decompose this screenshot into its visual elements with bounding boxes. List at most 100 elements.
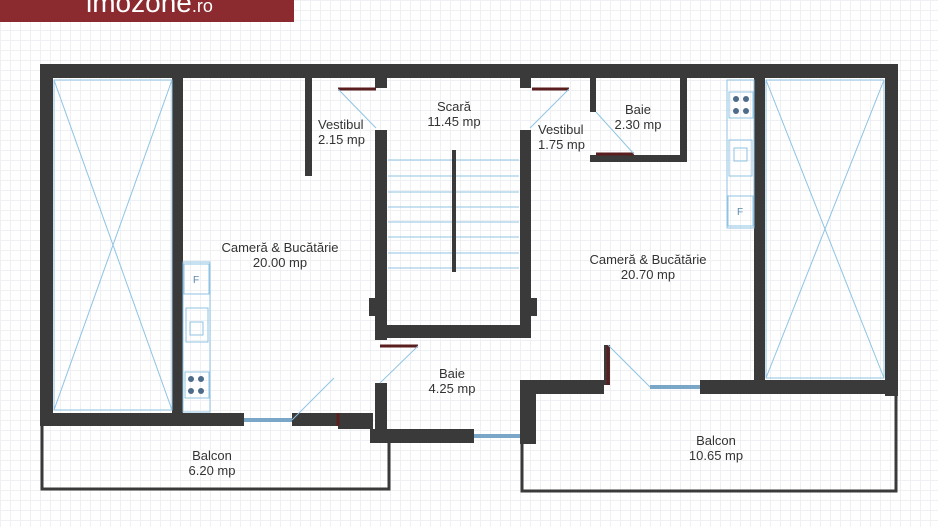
room-label-left-room: Cameră & Bucătărie 20.00 mp [221, 240, 338, 270]
room-area: 10.65 mp [688, 448, 744, 463]
burner-icon [188, 376, 194, 382]
wall-right-room-bottom-b [700, 380, 898, 394]
room-area: 20.70 mp [620, 267, 676, 282]
left-kitchen [182, 261, 211, 413]
window-right [650, 385, 700, 389]
door-swing [291, 377, 335, 421]
room-name: Vestibul [538, 122, 584, 137]
shaft-left [53, 79, 173, 411]
brand-logo-text: imozone.ro [86, 0, 213, 19]
windows [244, 385, 700, 438]
room-name: Scară [437, 99, 471, 114]
wall-top [40, 64, 898, 78]
room-name: Cameră & Bucătărie [589, 252, 707, 267]
burner-icon [743, 108, 749, 114]
burner-icon [743, 96, 749, 102]
right-sink-basin [733, 147, 748, 162]
shafts [53, 79, 885, 411]
left-counter [182, 261, 211, 413]
wall-stub-a [375, 78, 387, 88]
burner-icon [733, 108, 739, 114]
left-fridge-label: F [193, 275, 199, 286]
wall-center-bath-bottom [370, 429, 474, 443]
shaft-left-diag-2 [53, 79, 173, 411]
wall-left-bottom-b [292, 413, 338, 426]
wall-right-bath-right [680, 78, 687, 162]
room-label-right-bath: Baie 2.30 mp [615, 102, 662, 132]
stair-handrail [452, 150, 456, 272]
wall-center-right-lower [520, 380, 536, 444]
right-stove [728, 91, 754, 119]
brand-banner: imozone.ro [0, 0, 294, 22]
left-stove [184, 371, 210, 399]
wall-center-bath-left [375, 383, 387, 443]
wall-right-room-bottom [520, 380, 604, 394]
wall-right-column [754, 78, 765, 394]
door-swing [379, 345, 419, 384]
room-label-center-bath: Baie 4.25 mp [429, 366, 476, 396]
wall-right-bath-bottom [590, 155, 687, 162]
room-label-left-balcony: Balcon 6.20 mp [189, 448, 236, 478]
window-left [244, 418, 292, 422]
walls [40, 64, 898, 444]
shaft-right [765, 79, 885, 379]
door-swing [337, 88, 377, 129]
right-kitchen [726, 79, 755, 229]
wall-right [885, 64, 898, 396]
wall-stair-left [375, 130, 387, 340]
room-name: Baie [438, 366, 466, 381]
room-name: Balcon [696, 433, 736, 448]
right-fridge-label: F [737, 207, 743, 218]
right-stove-burners [733, 96, 749, 114]
room-label-right-balcony: Balcon 10.65 mp [689, 433, 743, 463]
doors [336, 87, 634, 426]
brand-tld: .ro [191, 0, 213, 16]
wall-left [40, 64, 53, 426]
door-swing [595, 111, 635, 155]
left-fridge [183, 263, 210, 295]
burner-icon [733, 96, 739, 102]
room-label-stair: Scară 11.45 mp [427, 99, 480, 129]
room-name: Baie [624, 102, 652, 117]
room-label-right-vestibule: Vestibul 1.75 mp [538, 122, 585, 152]
door-swing [607, 344, 651, 388]
room-area: 6.20 mp [188, 463, 236, 478]
door-swings [291, 88, 651, 421]
right-fridge [727, 195, 754, 227]
wall-left-vest [305, 78, 312, 176]
wall-stair-bottom [375, 325, 531, 338]
shaft-right-diag-2 [765, 79, 885, 379]
brand-name: imozone [86, 0, 192, 18]
wall-stub-b [520, 78, 531, 88]
room-name: Vestibul [318, 117, 364, 132]
balconies [40, 394, 898, 493]
room-area: 4.25 mp [428, 381, 476, 396]
room-area: 2.15 mp [318, 132, 365, 147]
right-counter [726, 79, 755, 229]
left-balcony-rail [40, 426, 391, 491]
door-swing [529, 88, 570, 129]
right-sink [728, 139, 753, 177]
room-area: 11.45 mp [427, 114, 481, 129]
room-name: Cameră & Bucătărie [221, 240, 339, 255]
left-stove-burners [188, 376, 204, 394]
left-sink-basin [189, 321, 204, 336]
room-name: Balcon [192, 448, 232, 463]
burner-icon [188, 388, 194, 394]
window-center [474, 434, 520, 438]
wall-stair-right-stub [529, 298, 537, 316]
burner-icon [198, 376, 204, 382]
wall-right-bath-left [590, 78, 596, 112]
burner-icon [198, 388, 204, 394]
room-label-right-room: Cameră & Bucătărie 20.70 mp [589, 252, 706, 282]
wall-left-bottom [40, 413, 244, 426]
wall-stair-left-stub [369, 298, 377, 316]
room-area: 20.00 mp [252, 255, 308, 270]
wall-left-column [172, 78, 183, 414]
room-area: 2.30 mp [614, 117, 662, 132]
room-area: 1.75 mp [538, 137, 585, 152]
wall-mid-bottom [338, 413, 373, 429]
wall-stair-right [520, 130, 531, 330]
right-balcony-rail [520, 394, 898, 493]
